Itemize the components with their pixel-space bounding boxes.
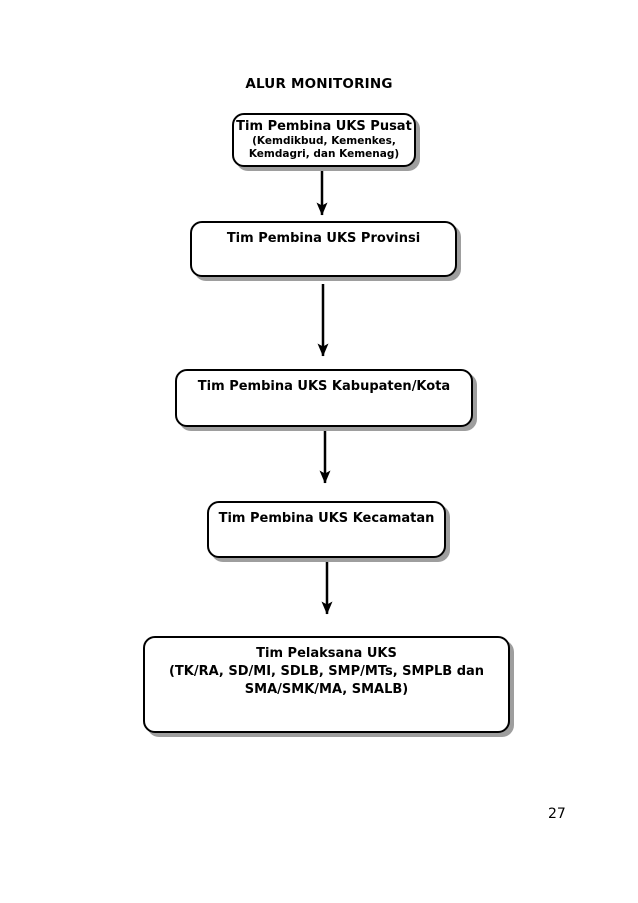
node-tim-pembina-uks-kecamatan: Tim Pembina UKS Kecamatan <box>207 501 446 558</box>
node-subtitle-line: (TK/RA, SD/MI, SDLB, SMP/MTs, SMPLB dan <box>168 664 485 679</box>
node-tim-pembina-uks-kabupaten-kota: Tim Pembina UKS Kabupaten/Kota <box>175 369 473 427</box>
node-title: Tim Pembina UKS Kabupaten/Kota <box>197 379 451 394</box>
node-tim-pelaksana-uks: Tim Pelaksana UKS (TK/RA, SD/MI, SDLB, S… <box>143 636 510 733</box>
page-title: ALUR MONITORING <box>245 76 393 92</box>
node-subtitle-line: SMA/SMK/MA, SMALB) <box>244 682 409 697</box>
node-subtitle: (Kemdikbud, Kemenkes, Kemdagri, dan Keme… <box>234 135 414 161</box>
page-number: 27 <box>548 806 566 822</box>
node-subtitle: (TK/RA, SD/MI, SDLB, SMP/MTs, SMPLB dan … <box>145 663 508 699</box>
node-tim-pembina-uks-pusat: Tim Pembina UKS Pusat (Kemdikbud, Kemenk… <box>232 113 416 167</box>
node-subtitle-line: Kemdagri, dan Kemenag) <box>248 148 400 160</box>
node-title: Tim Pelaksana UKS <box>256 646 397 661</box>
node-subtitle-line: (Kemdikbud, Kemenkes, <box>252 135 396 147</box>
node-tim-pembina-uks-provinsi: Tim Pembina UKS Provinsi <box>190 221 457 277</box>
node-title: Tim Pembina UKS Provinsi <box>226 231 421 246</box>
node-title: Tim Pembina UKS Pusat <box>236 119 412 134</box>
node-title: Tim Pembina UKS Kecamatan <box>218 511 435 526</box>
